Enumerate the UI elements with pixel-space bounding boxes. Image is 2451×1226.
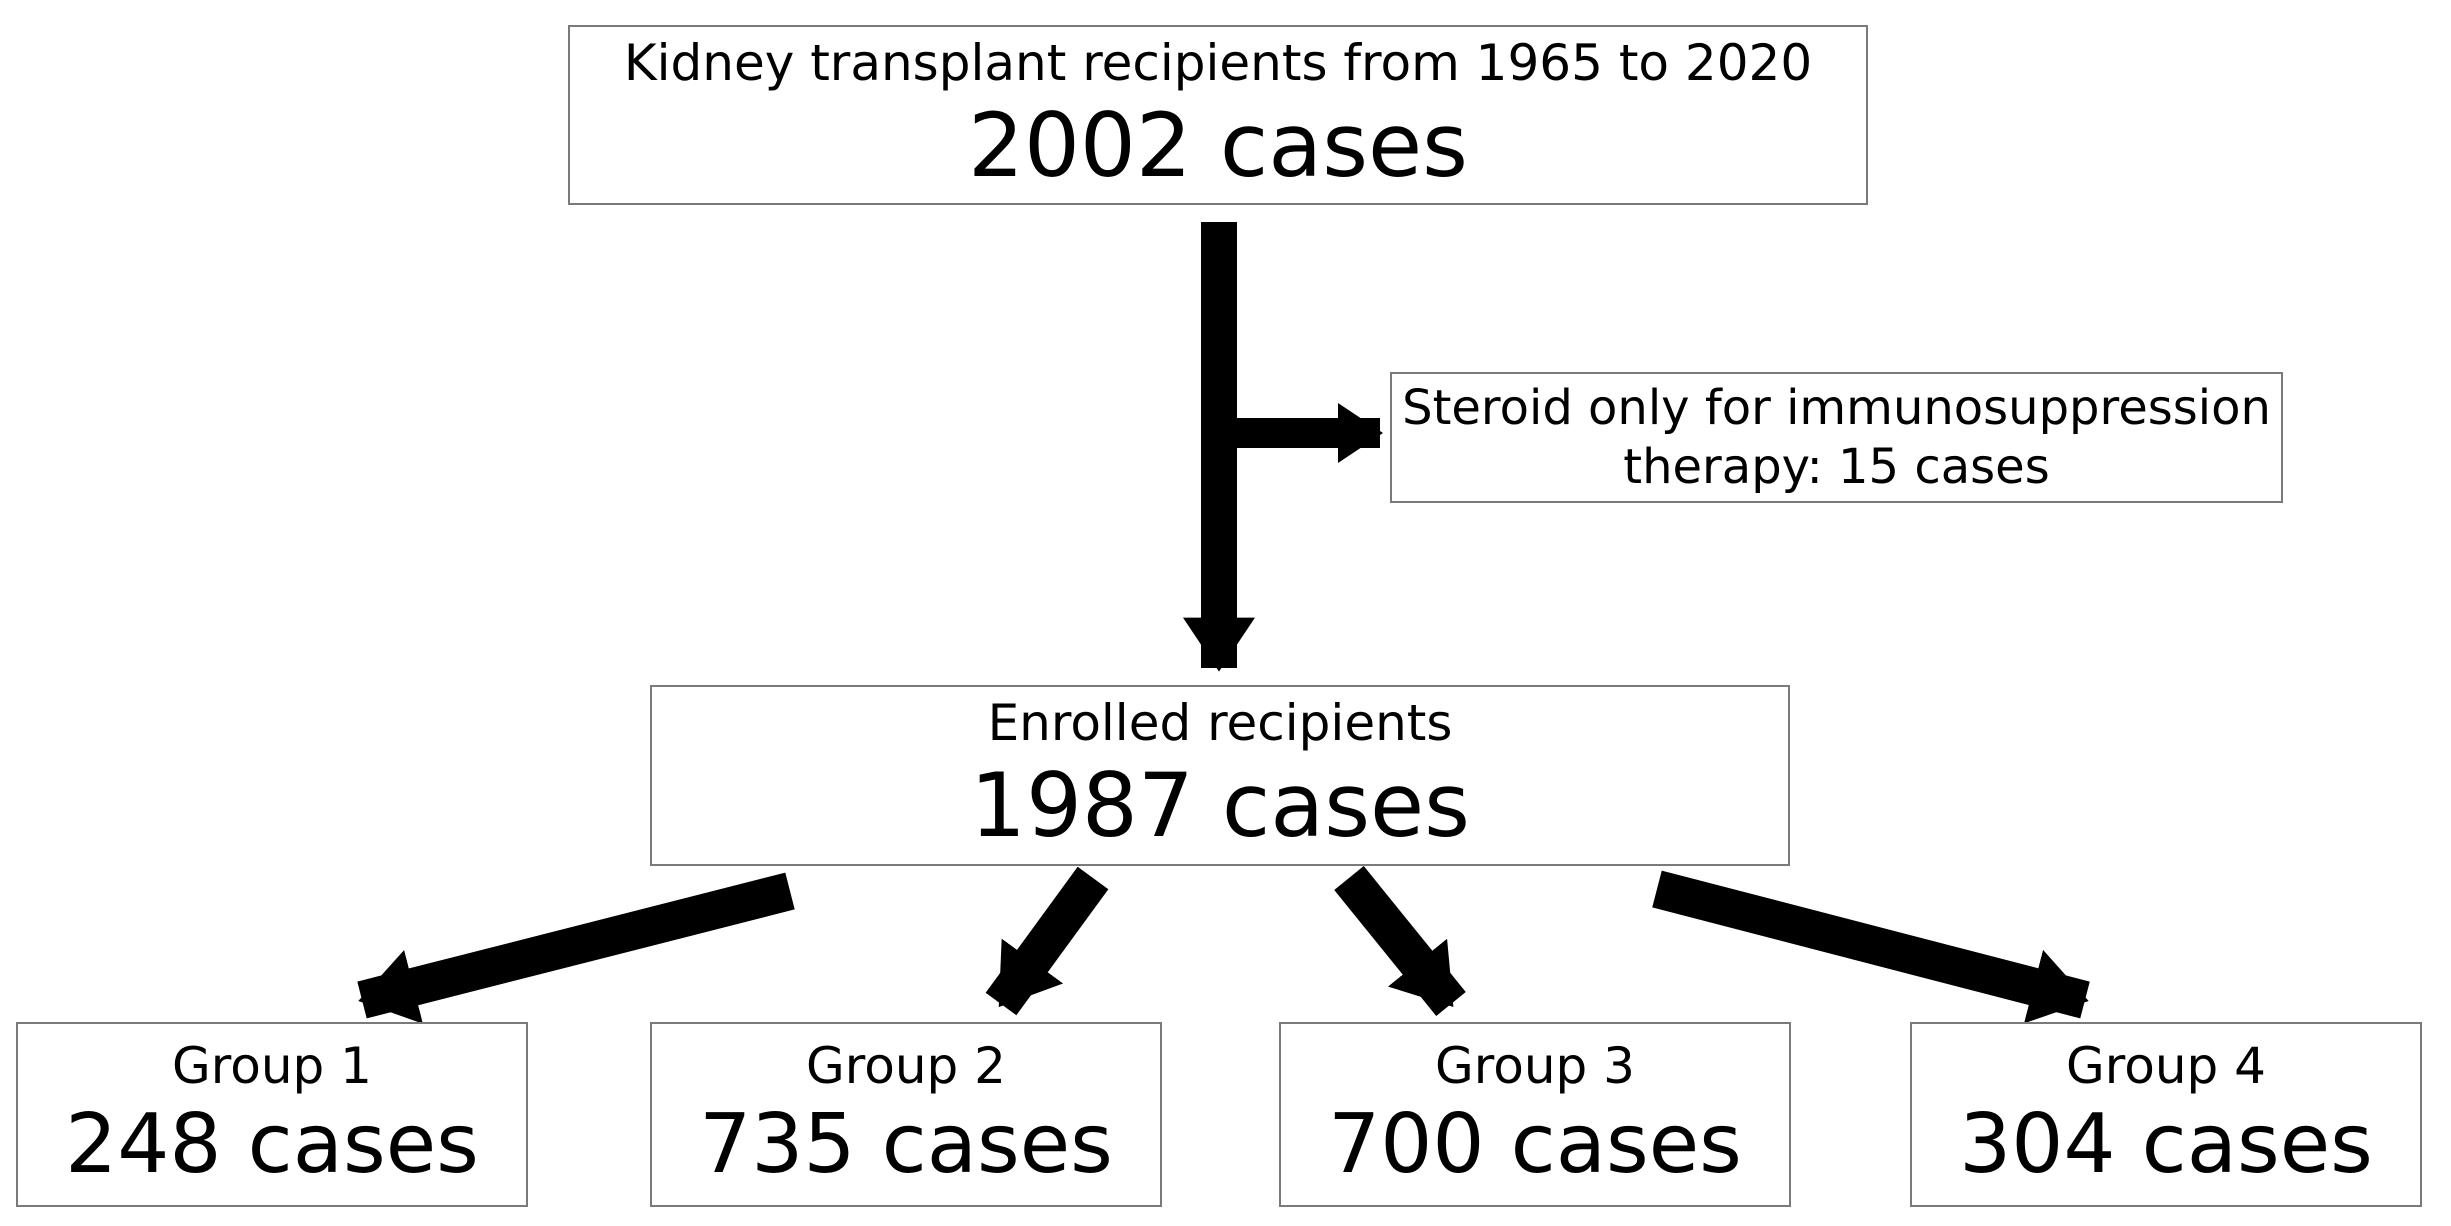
excluded-line-1: Steroid only for immunosuppression	[1402, 379, 2271, 436]
enrolled-count: 1987 cases	[969, 754, 1471, 858]
node-enrolled-recipients: Enrolled recipients 1987 cases	[650, 685, 1790, 866]
node-group-2: Group 2 735 cases	[650, 1022, 1162, 1207]
excluded-line-2: therapy: 15 cases	[1623, 438, 2050, 495]
arrow-enrolled-to-group-2	[985, 866, 1109, 1016]
group-4-title: Group 4	[2066, 1036, 2266, 1095]
enrolled-title: Enrolled recipients	[987, 694, 1453, 753]
node-group-1: Group 1 248 cases	[16, 1022, 528, 1207]
group-2-count: 735 cases	[699, 1096, 1113, 1192]
group-1-count: 248 cases	[65, 1096, 479, 1192]
group-2-title: Group 2	[806, 1036, 1006, 1095]
group-3-count: 700 cases	[1328, 1096, 1742, 1192]
node-source-population: Kidney transplant recipients from 1965 t…	[568, 25, 1868, 205]
group-3-title: Group 3	[1435, 1036, 1635, 1095]
node-excluded-steroid-only: Steroid only for immunosuppression thera…	[1390, 372, 2283, 503]
source-count: 2002 cases	[967, 93, 1469, 197]
group-1-title: Group 1	[172, 1036, 372, 1095]
node-group-3: Group 3 700 cases	[1279, 1022, 1791, 1207]
group-4-count: 304 cases	[1959, 1096, 2373, 1192]
source-title: Kidney transplant recipients from 1965 t…	[623, 33, 1813, 92]
arrow-enrolled-to-group-4	[1652, 870, 2090, 1024]
node-group-4: Group 4 304 cases	[1910, 1022, 2422, 1207]
arrow-enrolled-to-group-1	[357, 872, 795, 1024]
arrow-enrolled-to-group-3	[1334, 866, 1466, 1016]
